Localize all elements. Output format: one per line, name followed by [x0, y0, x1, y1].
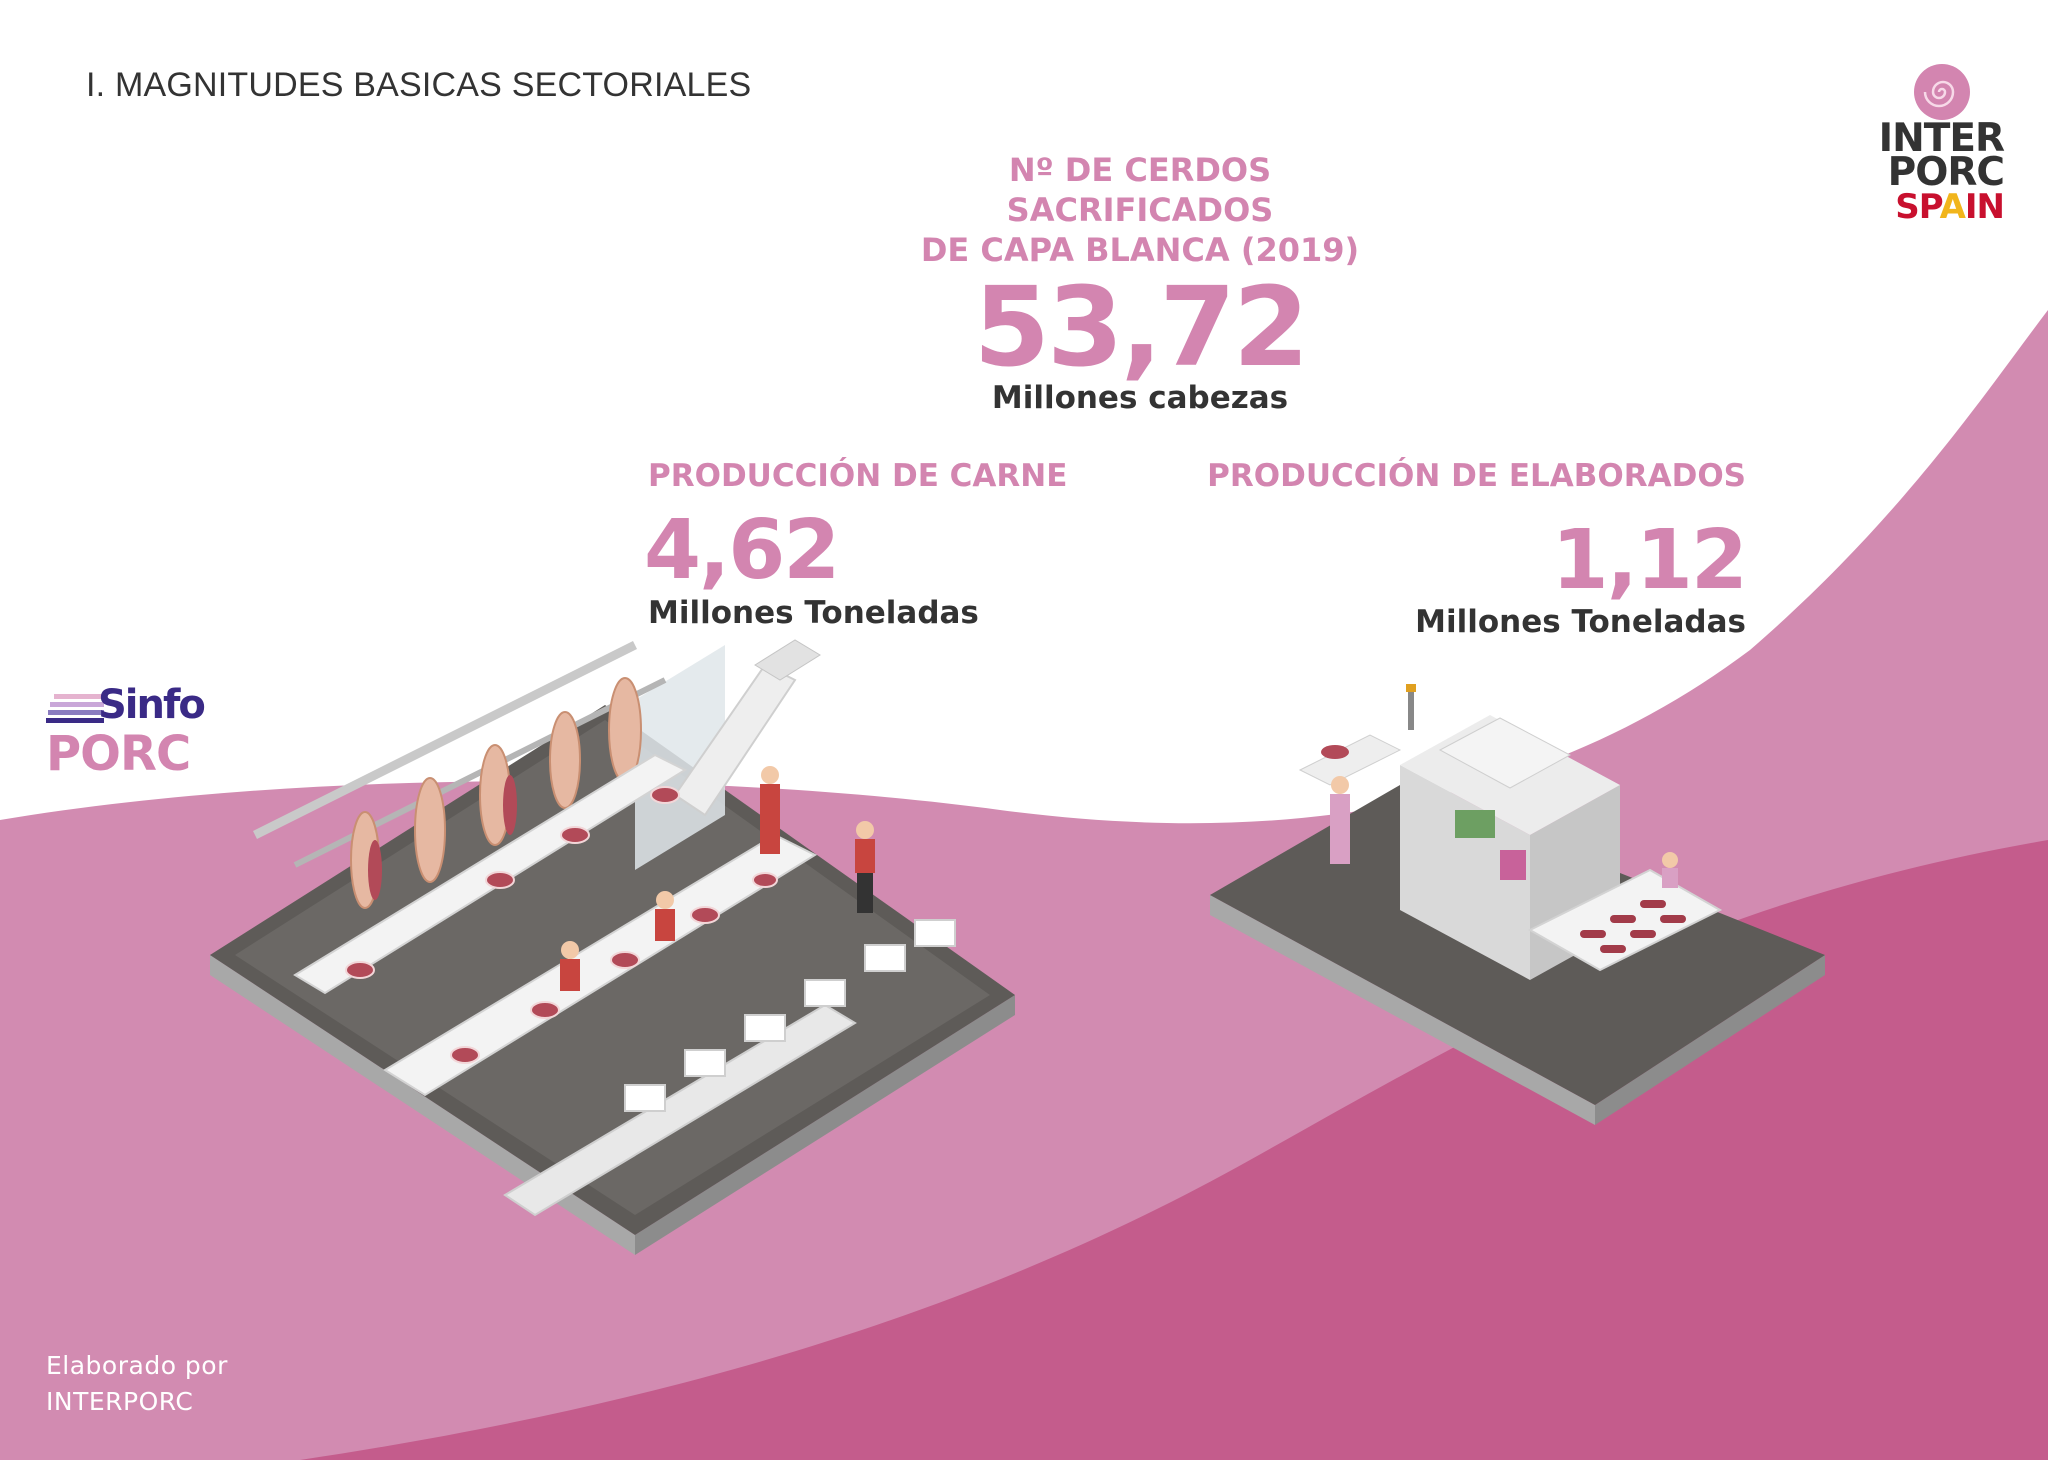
processed-production-title: PRODUCCIÓN DE ELABORADOS: [1207, 458, 1746, 494]
footer-credit: Elaborado por INTERPORC: [46, 1348, 228, 1420]
main-heading-line-2: SACRIFICADOS: [1006, 191, 1274, 229]
footer-line-2: INTERPORC: [46, 1387, 194, 1416]
logo-text-spain: SPAIN: [1895, 187, 2005, 227]
inclined-conveyor: [673, 663, 797, 817]
workers: [1330, 776, 1678, 888]
sinfoporc-bottom-text: PORC: [46, 726, 191, 782]
workers: [560, 766, 875, 991]
section-title: I. MAGNITUDES BASICAS SECTORIALES: [86, 66, 752, 104]
meat-pieces: [345, 786, 778, 1064]
meat-production-title: PRODUCCIÓN DE CARNE: [648, 458, 1068, 494]
sinfoporc-top-text: Sinfo: [98, 682, 206, 728]
machine-side: [1400, 765, 1530, 980]
interporc-logo: INTER PORC SPAIN: [1864, 62, 2005, 224]
sinfoporc-logo: Sinfo PORC: [46, 684, 206, 784]
meat-production-value: 4,62: [644, 503, 840, 598]
footer-line-1: Elaborado por: [46, 1351, 228, 1380]
processed-food-machine-illustration: [1210, 684, 1825, 1125]
main-heading-line-3: DE CAPA BLANCA (2019): [920, 231, 1360, 269]
floor-side-right: [635, 995, 1015, 1255]
hanging-carcasses: [350, 677, 642, 909]
meat-processing-line-illustration: [210, 639, 1015, 1255]
bins: [624, 919, 956, 1112]
processed-production-unit: Millones Toneladas: [1415, 604, 1746, 640]
logo-text-porc: PORC: [1887, 150, 2005, 195]
floor-side-left: [1210, 895, 1595, 1125]
main-stat-unit: Millones cabezas: [991, 380, 1289, 416]
main-stat-heading: Nº DE CERDOS SACRIFICADOS DE CAPA BLANCA…: [900, 150, 1380, 270]
main-heading-line-1: Nº DE CERDOS: [1008, 151, 1272, 189]
stripes-icon: [46, 694, 104, 723]
main-stat-value: 53,72: [973, 263, 1310, 391]
floor-side-right: [1595, 955, 1825, 1125]
conveyor-lower: [383, 833, 818, 1097]
spiral-icon: [1914, 64, 1970, 120]
processed-production-value: 1,12: [1551, 513, 1748, 608]
logo-text-inter: INTER: [1878, 116, 2005, 161]
meat-production-unit: Millones Toneladas: [648, 595, 979, 631]
sausages: [1580, 900, 1686, 953]
